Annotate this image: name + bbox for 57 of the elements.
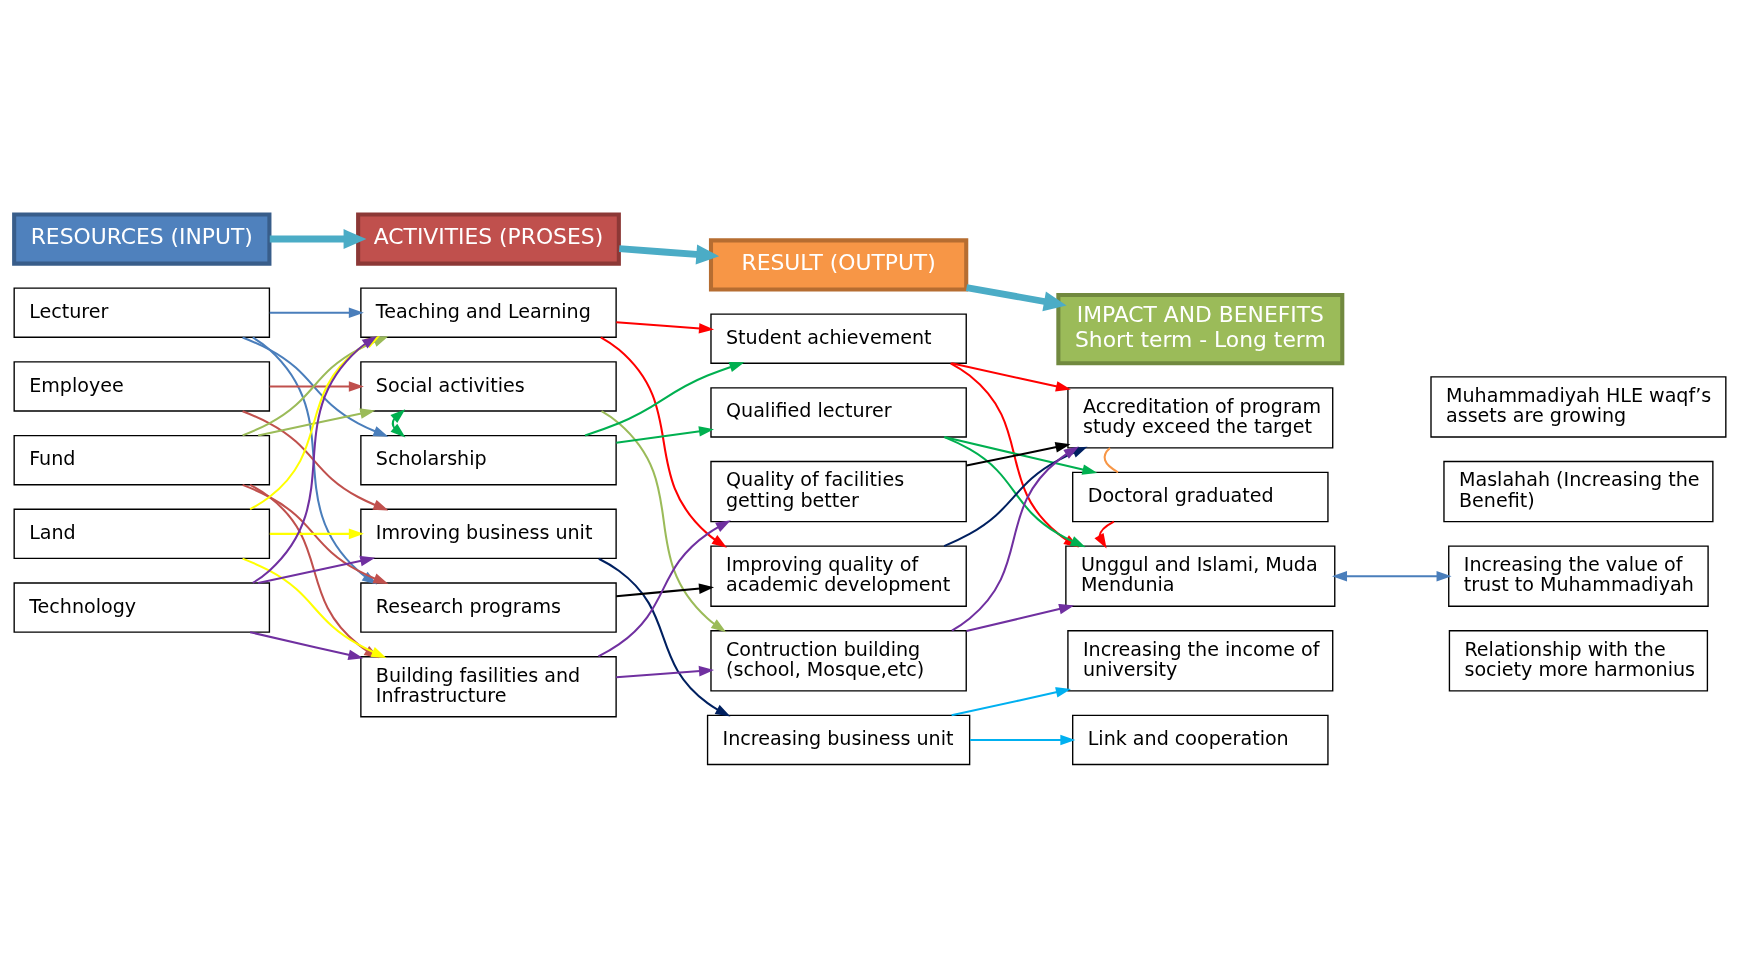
node-box: Improving quality of academic development <box>710 544 967 607</box>
node-box: Maslahah (Increasing the Benefit) <box>1443 460 1714 522</box>
node-box: Qualified lecturer <box>710 386 967 438</box>
arrow <box>616 320 715 334</box>
arrow <box>584 361 745 436</box>
node-box: Scholarship <box>360 434 617 485</box>
node-box: Quality of facilities getting better <box>710 460 967 522</box>
arrow <box>269 306 364 318</box>
connector <box>1103 446 1119 473</box>
arrow <box>966 603 1075 632</box>
arrow <box>965 283 1067 311</box>
node-box: Unggul and Islami, Muda Mendunia <box>1065 544 1336 607</box>
node-box: Relationship with the society more harmonius <box>1448 629 1709 691</box>
node-box: Imroving business unit <box>360 508 617 559</box>
arrow <box>951 361 1071 391</box>
arrow <box>1331 570 1452 581</box>
node-box: Muhammadiyah HLE waqf’s assets are growing <box>1430 375 1727 438</box>
arrow <box>970 734 1076 745</box>
node-box: Increasing the value of trust to Muhammadiyah <box>1448 544 1709 607</box>
node-box: Fund <box>13 434 271 485</box>
node-box: Social activities <box>360 360 617 412</box>
arrow <box>598 557 731 717</box>
arrow <box>600 335 727 548</box>
node-box: Research programs <box>360 581 617 633</box>
arrow <box>616 582 715 597</box>
node-box: IMPACT AND BENEFITS Short term - Long term <box>1056 292 1345 365</box>
arrow <box>966 441 1071 467</box>
node-box: RESULT (OUTPUT) <box>708 237 969 292</box>
arrow <box>269 380 364 392</box>
node-box: ACTIVITIES (PROSES) <box>356 211 621 266</box>
node-box: Lecturer <box>13 287 271 338</box>
arrow <box>597 519 731 657</box>
node-box: Increasing the income of university <box>1067 629 1334 691</box>
node-box: Doctoral graduated <box>1072 471 1329 522</box>
node-box: Building fasilities and Infrastructure <box>360 655 617 717</box>
arrow <box>269 528 364 539</box>
arrow <box>944 435 1098 475</box>
node-box: Land <box>13 508 271 559</box>
arrow <box>601 409 727 632</box>
arrow <box>616 425 714 444</box>
arrow <box>269 228 367 249</box>
node-box: Teaching and Learning <box>360 287 617 338</box>
arrow <box>249 630 364 660</box>
node-box: Contruction building (school, Mosque,etc) <box>710 629 967 691</box>
arrow <box>616 665 715 678</box>
node-box: Employee <box>13 360 271 412</box>
node-box: Student achievement <box>710 312 967 364</box>
node-box: RESOURCES (INPUT) <box>12 211 272 266</box>
node-box: Increasing business unit <box>706 714 971 765</box>
node-box: Accreditation of program study exceed the target <box>1067 386 1334 449</box>
node-box: Link and cooperation <box>1072 714 1329 765</box>
node-box: Technology <box>13 581 271 633</box>
arrow <box>1094 520 1115 549</box>
arrow <box>257 407 376 436</box>
arrow <box>618 244 720 264</box>
arrow <box>242 409 389 510</box>
arrow <box>951 686 1071 716</box>
